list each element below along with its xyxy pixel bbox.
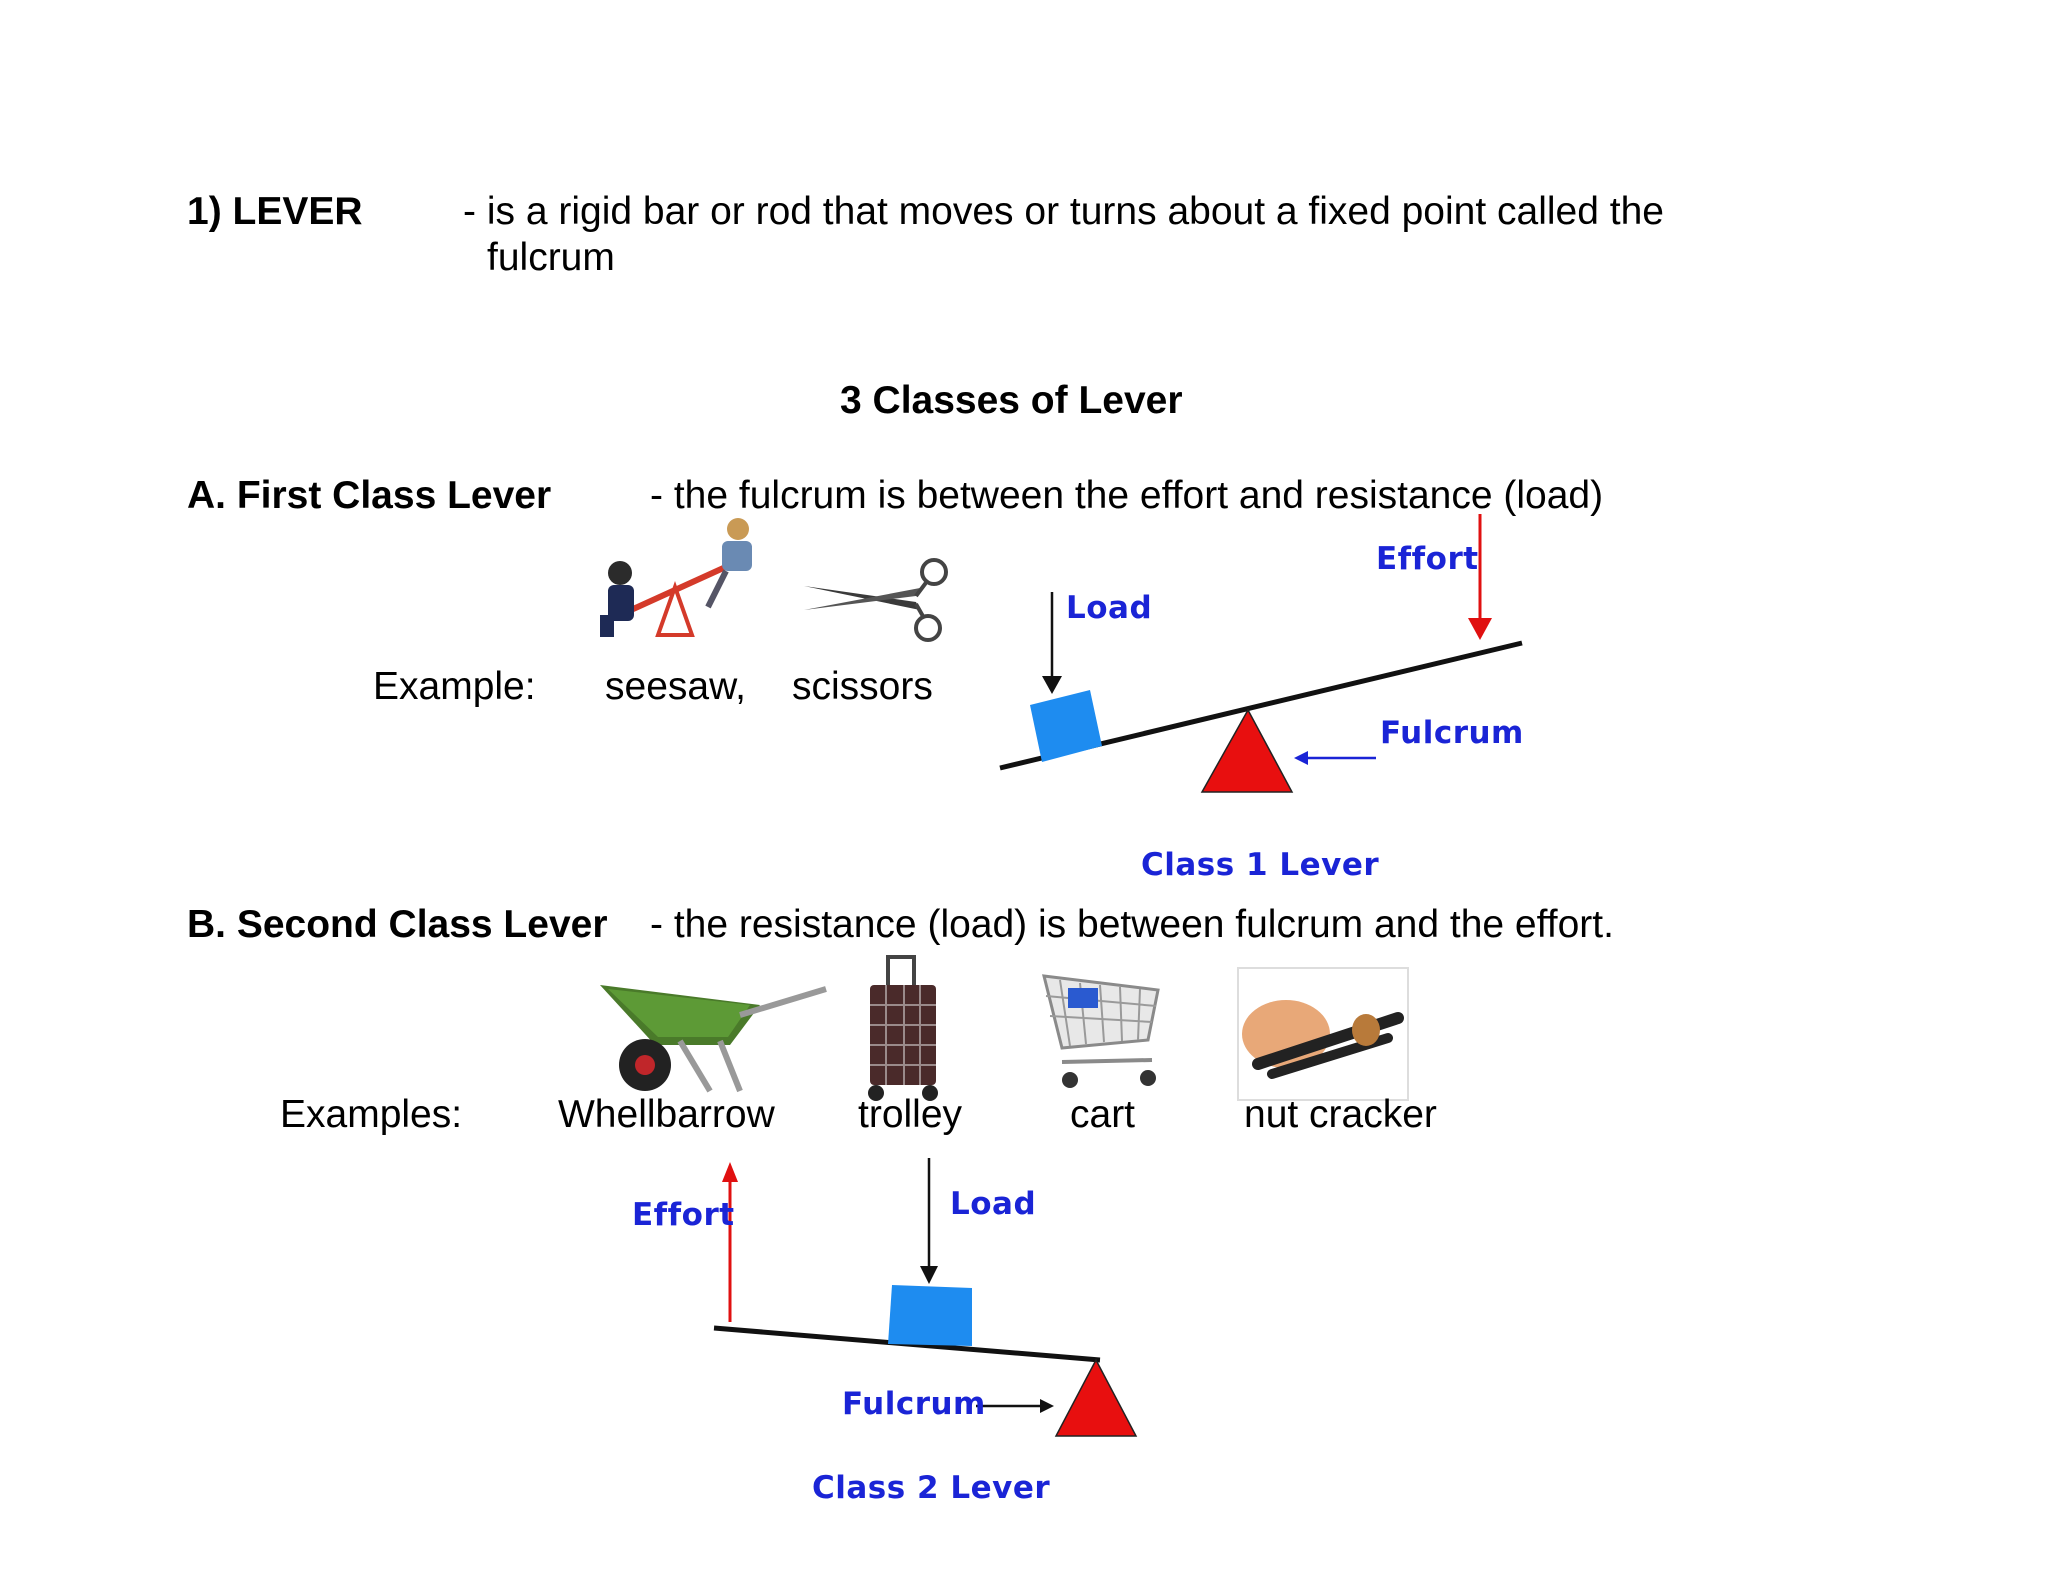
load-block <box>1030 690 1102 762</box>
classes-title: 3 Classes of Lever <box>840 379 1183 422</box>
class1-fulcrum-label: Fulcrum <box>1380 715 1524 751</box>
seesaw-icon <box>600 518 752 637</box>
load-block <box>888 1285 972 1346</box>
fulcrum-triangle <box>1200 708 1294 793</box>
trolley-icon <box>868 955 938 1101</box>
class2-effort-label: Effort <box>632 1197 735 1233</box>
second-example-label: Examples: <box>280 1093 463 1136</box>
second-class-heading: B. Second Class Lever <box>187 903 608 946</box>
class1-lever-diagram <box>999 514 1523 793</box>
example-trolley: trolley <box>858 1093 963 1136</box>
example-nut-cracker: nut cracker <box>1244 1093 1437 1136</box>
first-class-description: - the fulcrum is between the effort and … <box>650 474 1604 517</box>
lever-heading: 1) LEVER <box>187 190 363 233</box>
nut-cracker-icon <box>1237 967 1409 1101</box>
class2-lever-diagram <box>713 1158 1138 1437</box>
second-class-description: - the resistance (load) is between fulcr… <box>650 903 1614 946</box>
class2-caption: Class 2 Lever <box>812 1470 1051 1506</box>
wheelbarrow-icon <box>600 985 827 1093</box>
scissors-icon <box>804 558 948 642</box>
fulcrum-triangle <box>1054 1358 1138 1437</box>
example-seesaw: seesaw, <box>605 665 746 708</box>
class2-fulcrum-label: Fulcrum <box>842 1386 986 1422</box>
example-wheelbarrow: Whellbarrow <box>558 1093 775 1136</box>
lever-definition-line1: - is a rigid bar or rod that moves or tu… <box>463 190 1664 233</box>
class1-effort-label: Effort <box>1376 541 1479 577</box>
class1-load-label: Load <box>1066 590 1153 626</box>
cart-icon <box>1042 974 1160 1088</box>
first-example-label: Example: <box>373 665 536 708</box>
class2-load-label: Load <box>950 1186 1037 1222</box>
example-cart: cart <box>1070 1093 1136 1136</box>
example-scissors: scissors <box>792 665 933 708</box>
first-class-heading: A. First Class Lever <box>187 474 552 517</box>
lever-definition-line2: fulcrum <box>487 236 615 279</box>
class1-caption: Class 1 Lever <box>1141 847 1380 883</box>
